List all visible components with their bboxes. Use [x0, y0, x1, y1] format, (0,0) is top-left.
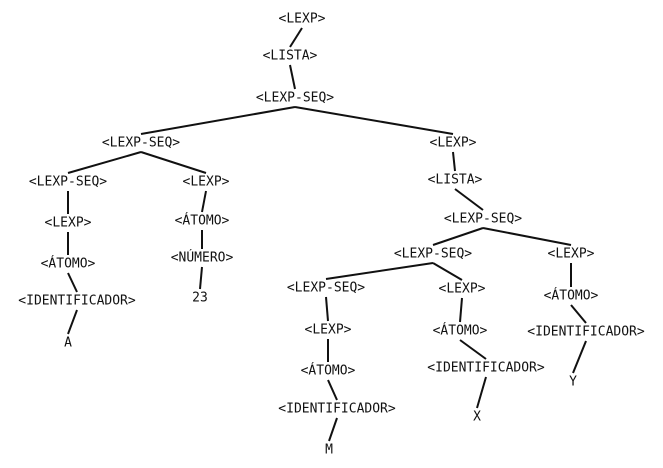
tree-edge	[570, 304, 587, 324]
tree-edge	[459, 297, 463, 323]
node-lexp-seq: <LEXP-SEQ>	[443, 211, 523, 227]
leaf-token: M	[325, 442, 333, 458]
node-lexp: <LEXP>	[182, 174, 230, 190]
node-lexp: <LEXP>	[304, 322, 352, 338]
tree-edge	[140, 106, 296, 135]
node-numero: <NÚMERO>	[170, 250, 234, 266]
node-lexp: <LEXP>	[278, 11, 326, 27]
tree-edge	[289, 64, 296, 90]
leaf-token: 23	[192, 290, 208, 306]
node-identificador: <IDENTIFICADOR>	[278, 401, 396, 417]
node-atomo: <ÁTOMO>	[300, 363, 356, 379]
tree-edge	[325, 262, 434, 280]
node-lexp-seq: <LEXP-SEQ>	[393, 246, 473, 262]
node-lista: <LISTA>	[262, 48, 318, 64]
node-identificador: <IDENTIFICADOR>	[527, 324, 645, 340]
tree-edge	[325, 296, 329, 322]
leaf-token: Y	[569, 374, 577, 390]
node-lexp: <LEXP>	[547, 246, 595, 262]
tree-edge	[452, 151, 456, 172]
node-atomo: <ÁTOMO>	[40, 256, 96, 272]
node-lexp-seq: <LEXP-SEQ>	[28, 174, 108, 190]
tree-edge	[432, 227, 484, 246]
tree-edge	[199, 266, 203, 290]
node-lexp-seq: <LEXP-SEQ>	[286, 280, 366, 296]
tree-edge	[289, 27, 303, 48]
tree-edge	[67, 151, 142, 174]
tree-edge	[432, 262, 463, 281]
leaf-token: X	[473, 409, 481, 425]
tree-edge	[454, 188, 484, 211]
tree-edge	[328, 417, 338, 442]
node-lista: <LISTA>	[427, 172, 483, 188]
node-identificador: <IDENTIFICADOR>	[18, 293, 136, 309]
node-atomo: <ÁTOMO>	[543, 288, 599, 304]
leaf-token: A	[64, 335, 72, 351]
node-lexp-seq: <LEXP-SEQ>	[101, 135, 181, 151]
tree-edge	[67, 272, 78, 293]
node-atomo: <ÁTOMO>	[432, 323, 488, 339]
node-lexp: <LEXP>	[429, 135, 477, 151]
tree-edge	[201, 190, 207, 213]
tree-edge	[476, 376, 487, 409]
node-lexp: <LEXP>	[44, 215, 92, 231]
tree-edge	[67, 309, 78, 335]
tree-edge	[459, 339, 487, 360]
node-lexp: <LEXP>	[438, 281, 486, 297]
tree-edge	[140, 151, 207, 174]
tree-edge	[572, 340, 587, 374]
node-atomo: <ÁTOMO>	[174, 213, 230, 229]
node-identificador: <IDENTIFICADOR>	[427, 360, 545, 376]
node-lexp-seq: <LEXP-SEQ>	[255, 90, 335, 106]
tree-edge	[294, 106, 454, 135]
tree-edge	[327, 379, 338, 401]
tree-edge	[482, 227, 572, 246]
